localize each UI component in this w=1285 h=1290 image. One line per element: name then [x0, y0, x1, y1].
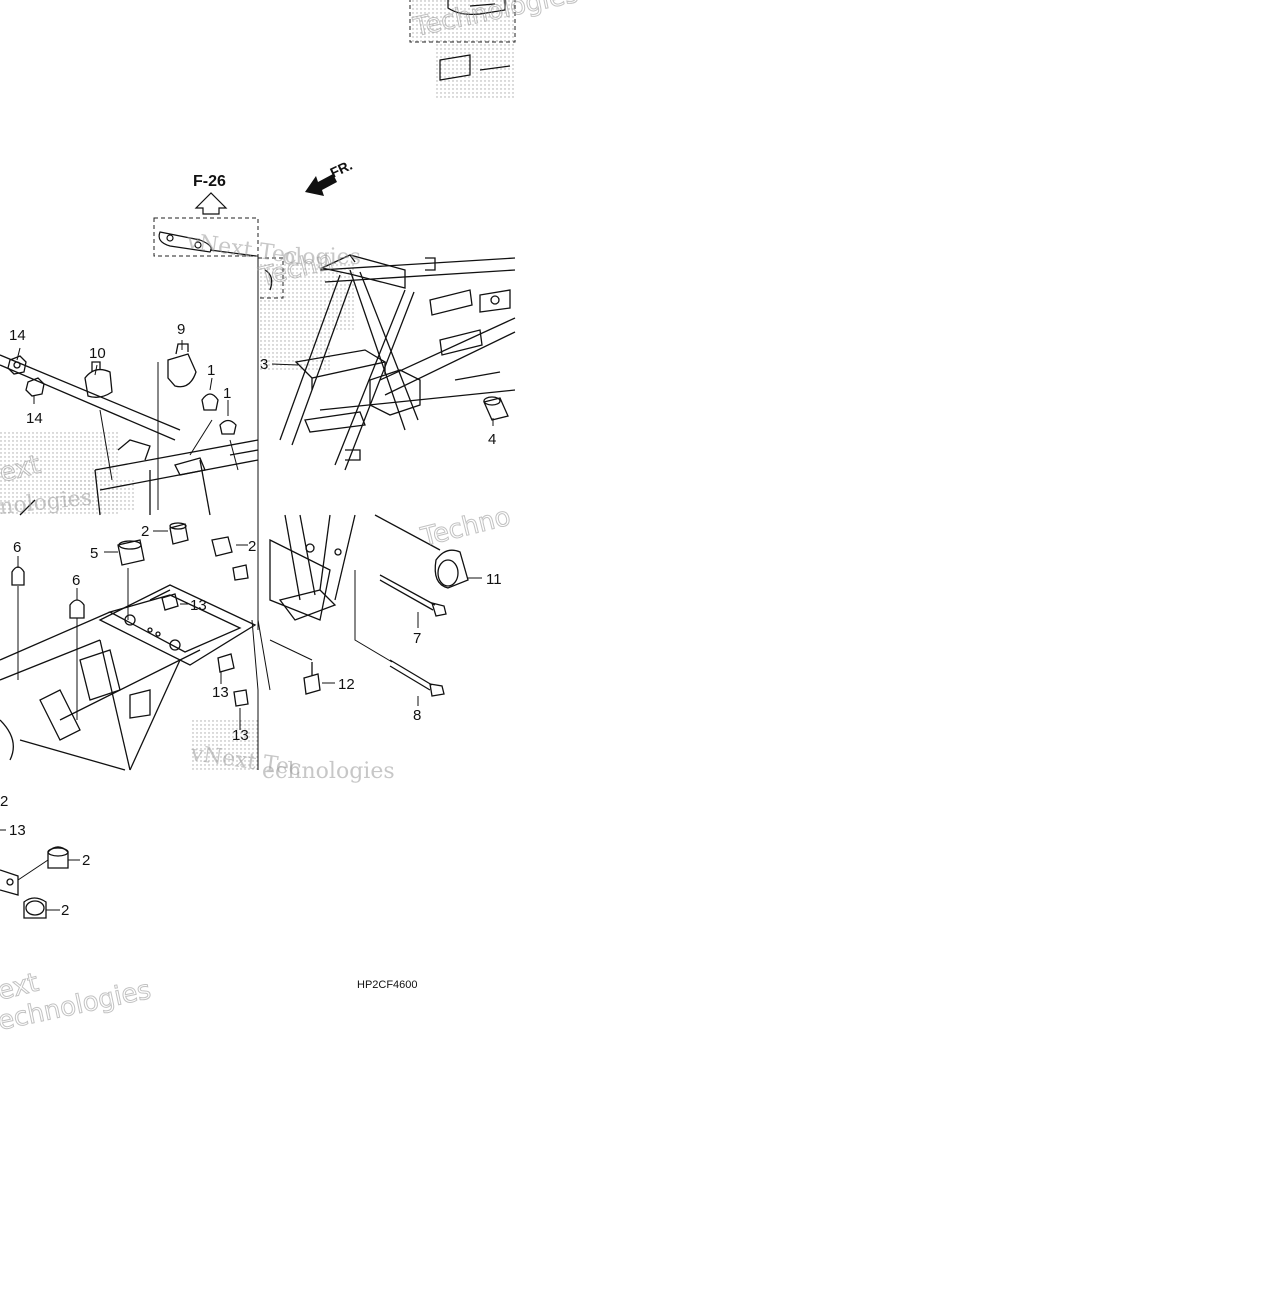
grommet-13-c	[217, 653, 235, 673]
callout-label: 2	[61, 902, 69, 919]
callout-label: 3	[260, 356, 268, 373]
inset-frames	[153, 0, 516, 299]
watermark-text: ologies	[282, 245, 361, 270]
callout-numbers: 14 10 9 1 1 14 3 4 6 5 2 2 6 13 11 7 12 …	[0, 321, 502, 919]
reference-label: F-26	[193, 173, 226, 190]
grommet-2-right	[211, 536, 233, 557]
grommet-13-a	[161, 593, 179, 611]
callout-label: 2	[82, 852, 90, 869]
bottom-left-parts	[0, 846, 69, 919]
front-direction-indicator: FR.	[305, 157, 355, 196]
callout-label: 5	[90, 545, 98, 562]
top-inset-part	[439, 0, 511, 81]
callout-label: 10	[89, 345, 106, 362]
watermark-text: echnologies	[262, 759, 395, 784]
callout-label: 9	[177, 321, 185, 338]
up-arrow-icon	[194, 192, 228, 215]
front-direction-label: FR.	[328, 157, 355, 181]
diagram-code: HP2CF4600	[357, 979, 418, 991]
callout-label: 12	[338, 676, 355, 693]
bolt-8	[389, 659, 433, 686]
bolt-7	[379, 574, 436, 606]
cap-6-center	[69, 599, 85, 619]
grommet-13-b	[232, 564, 249, 581]
callout-label: 2	[248, 538, 256, 555]
callout-label: 14	[9, 327, 26, 344]
callout-label: 14	[26, 410, 43, 427]
callout-label: 1	[207, 362, 215, 379]
reference-arrow: F-26	[193, 173, 228, 215]
front-side-frame-drawing	[257, 514, 469, 770]
nut-14-bottom	[25, 377, 45, 397]
callout-label: 6	[13, 539, 21, 556]
stipple-shading	[0, 0, 516, 770]
front-arrow-icon	[305, 174, 337, 196]
callout-label: 13	[190, 597, 207, 614]
callout-label: 13	[232, 727, 249, 744]
callout-label: 6	[72, 572, 80, 589]
callout-label: 13	[9, 822, 26, 839]
grommet-13-d	[233, 689, 249, 707]
cap-6-left	[11, 566, 25, 586]
callout-label: 1	[223, 385, 231, 402]
callout-label: 2	[0, 793, 8, 810]
grommet-2-top	[169, 523, 189, 545]
bolt-12	[303, 673, 321, 695]
nut-14-top	[7, 355, 27, 375]
watermarks: vNext Tec ologies Technologies vNext Tec…	[0, 0, 581, 1037]
watermark-text: Techno	[417, 502, 513, 553]
callout-label: 8	[413, 707, 421, 724]
callout-label: 2	[141, 523, 149, 540]
callout-label: 4	[488, 431, 496, 448]
callout-label: 11	[486, 571, 502, 588]
inset-bracket-part	[158, 231, 257, 257]
callout-label: 13	[212, 684, 229, 701]
front-lower-frame-drawing	[0, 522, 259, 771]
callout-label: 7	[413, 630, 421, 647]
front-upper-frame-drawing	[0, 256, 259, 516]
callout-leaders	[0, 340, 494, 911]
clamp-11	[434, 549, 469, 589]
